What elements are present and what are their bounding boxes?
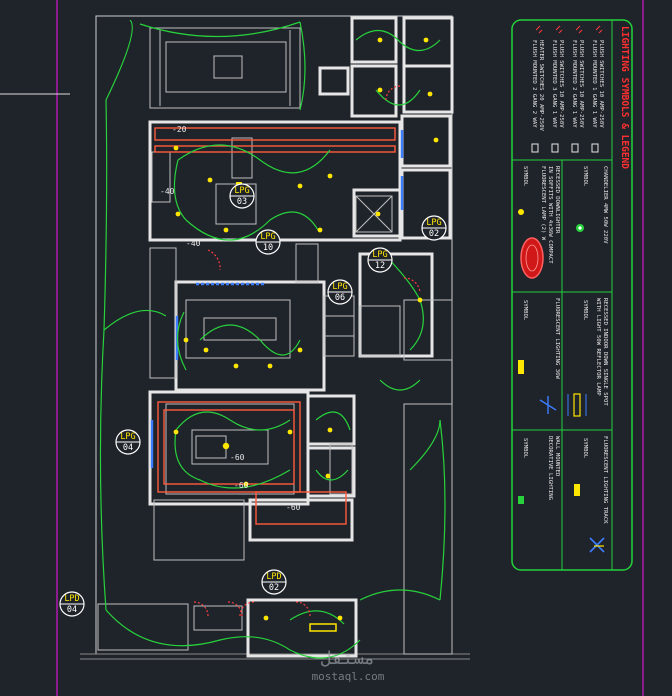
panel-tag-num: 12	[375, 261, 385, 271]
panel-tag-code: LPD	[64, 594, 79, 604]
switch-note: FLUSH MOUNTED 3 GANG 1 WAY	[551, 40, 557, 128]
switch-note: FLUSH MOUNTED 2 GANG 1 WAY	[571, 40, 577, 128]
light-fixtures	[173, 37, 439, 632]
panel-tag-code: LPG	[332, 282, 347, 292]
switch-notes: PLUSH SWITCHES 10 AMP-250V FLUSH MOUNTED…	[531, 40, 604, 132]
lighting-legend: LIGHTING SYMBOLS & LEGEND PLUSH SWITCHES…	[511, 19, 633, 571]
legend-items: CHANDELIER 4MW 50W 220V RECESSED DOWNLIG…	[540, 166, 608, 524]
sheet-border	[0, 0, 644, 696]
legend-item: FLUORESCENT LIGHTING 36W	[554, 298, 560, 379]
track-icon	[574, 484, 580, 496]
symbol-heading: SYMBOL	[582, 438, 588, 459]
switch-note: PLUSH SWITCHES 10 AMP-250V	[558, 40, 564, 128]
switch-note: PLUSH SWITCHES 10 AMP-250V	[598, 40, 604, 128]
soffit-bands	[154, 127, 396, 525]
panel-tag-code: LPG	[372, 250, 387, 260]
legend-symbols	[518, 209, 605, 553]
watermark-arabic: مستقل	[321, 648, 375, 669]
watermark-url: mostaql.com	[312, 670, 385, 683]
switch-note: FLUSH MOUNTED 2 GANG 2 WAY	[531, 40, 537, 128]
level-label: -60	[234, 481, 249, 490]
legend-item: FLUORESCENT LIGHTING TRACK	[602, 436, 608, 524]
legend-item: CHANDELIER 4MW 50W 220V	[602, 166, 608, 244]
blue-windows	[150, 130, 404, 468]
wall-mounted-icon	[518, 496, 524, 504]
panel-tag-num: 03	[237, 197, 247, 207]
panel-tag: LPG 12	[367, 247, 393, 273]
level-label: -40	[186, 239, 201, 248]
downlight-icon	[518, 209, 524, 215]
legend-item: WALL MOUNTED	[554, 436, 560, 477]
switch-note: HEATER SWITCHES 20 AMP-250V	[538, 40, 544, 132]
legend-item: IN SOFFITS WITH 4x36W COMPACT	[547, 166, 553, 264]
panel-tag-num: 02	[269, 583, 279, 593]
legend-title: LIGHTING SYMBOLS & LEGEND	[619, 26, 630, 169]
track-light-icon	[539, 396, 557, 414]
wiring	[99, 19, 446, 659]
decorative-light-icon	[589, 537, 605, 553]
soffit-light-icon	[520, 237, 544, 279]
symbol-heading: SYMBOL	[522, 300, 528, 321]
symbol-heading: SYMBOL	[582, 166, 588, 187]
watermark: مستقل mostaql.com	[312, 648, 385, 683]
symbol-headings: SYMBOL SYMBOL SYMBOL SYMBOL SYMBOL SYMBO…	[522, 166, 588, 459]
level-labels: -20 -40 -40 -60 -60 -60	[160, 125, 301, 512]
symbol-heading: SYMBOL	[522, 438, 528, 459]
panel-tag-num: 06	[335, 293, 345, 303]
panel-tag: LPG 10	[255, 229, 281, 255]
panel-tag-num: 02	[429, 229, 439, 239]
legend-item: WITH LIGHT 50W REFLECTOR LAMP	[595, 298, 601, 396]
panel-tags: LPG 03 LPG 02 LPG 10 LPG 12 LPG 06	[59, 183, 447, 617]
panel-tag-code: LPD	[266, 572, 281, 582]
panel-tag-num: 10	[263, 243, 273, 253]
panel-tag-code: LPG	[120, 432, 135, 442]
legend-item: RECESSED INDOOR DOWN SINGLE SPOT	[602, 298, 608, 406]
level-label: -60	[286, 503, 301, 512]
level-label: -20	[172, 125, 187, 134]
level-label: -60	[230, 453, 245, 462]
panel-tag: LPD 02	[261, 569, 287, 595]
symbol-heading: SYMBOL	[582, 300, 588, 321]
panel-tag-num: 04	[67, 605, 77, 615]
panel-tag: LPG 02	[421, 215, 447, 241]
panel-tag-code: LPG	[426, 218, 441, 228]
panel-tag: LPD 04	[59, 591, 85, 617]
switch-note: PLUSH SWITCHES 10 AMP-250V	[578, 40, 584, 128]
panel-tag-code: LPG	[260, 232, 275, 242]
panel-tag: LPG 03	[229, 183, 255, 209]
panel-tag-code: LPG	[234, 186, 249, 196]
panel-tag: LPG 04	[115, 429, 141, 455]
legend-item: DECORATIVE LIGHTING	[547, 436, 553, 501]
door-swings	[193, 85, 421, 617]
building-walls	[148, 16, 454, 658]
legend-item: FLUORESCENT LAMP (2) W	[540, 166, 546, 241]
legend-item: RECESSED DOWNLIGHTER	[554, 166, 560, 234]
panel-tag-num: 04	[123, 443, 133, 453]
level-label: -40	[160, 187, 175, 196]
switch-symbols	[531, 25, 603, 153]
fluorescent-icon	[518, 360, 524, 374]
panel-tag: LPG 06	[327, 279, 353, 305]
symbol-heading: SYMBOL	[522, 166, 528, 187]
spot-lamp-icon	[573, 393, 581, 417]
switch-note: FLUSH MOUNTED 1 GANG 1 WAY	[591, 40, 597, 128]
